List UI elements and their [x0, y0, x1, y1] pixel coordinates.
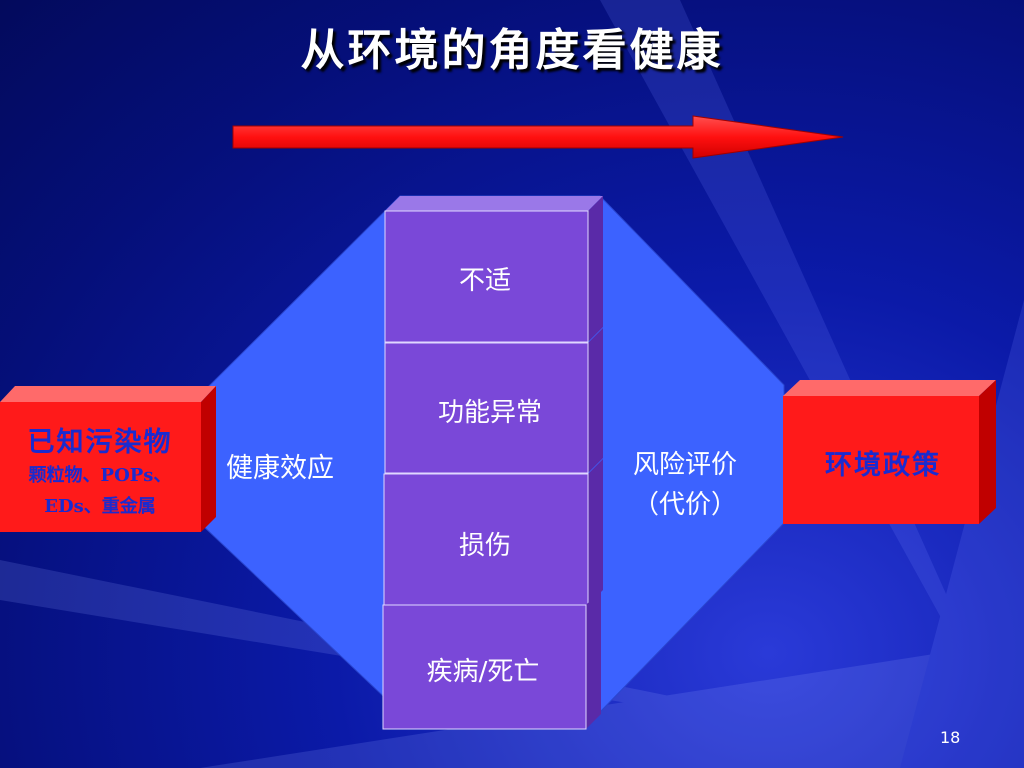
stage-label-dysfunction: 功能异常 [437, 398, 542, 428]
stage-stack [382, 196, 603, 730]
stage-box-dysfunction [384, 328, 603, 474]
direction-arrow [232, 115, 844, 159]
stage-box-discomfort [384, 196, 603, 343]
stage-label-disease-death: 疾病/死亡 [426, 657, 540, 687]
known-pollutants-title: 已知污染物 [27, 427, 173, 458]
pollutant-list-line-2: EDs、重金属 [44, 496, 156, 517]
pollutant-list-line-1: 颗粒物、POPs、 [28, 465, 172, 486]
environmental-policy-title: 环境政策 [825, 450, 941, 481]
stage-label-injury: 损伤 [458, 531, 511, 561]
stage-box-disease-death [382, 590, 601, 730]
slide-title: 从环境的角度看健康 [300, 25, 724, 76]
stage-label-discomfort: 不适 [458, 266, 511, 296]
environmental-policy-box [783, 380, 996, 524]
page-number: 18 [940, 728, 961, 747]
stage-box-injury [383, 459, 603, 606]
risk-assessment-label: 风险评价 [632, 450, 737, 480]
health-effect-label: 健康效应 [226, 453, 334, 484]
known-pollutants-box [0, 386, 216, 532]
cost-label: （代价） [632, 490, 737, 520]
